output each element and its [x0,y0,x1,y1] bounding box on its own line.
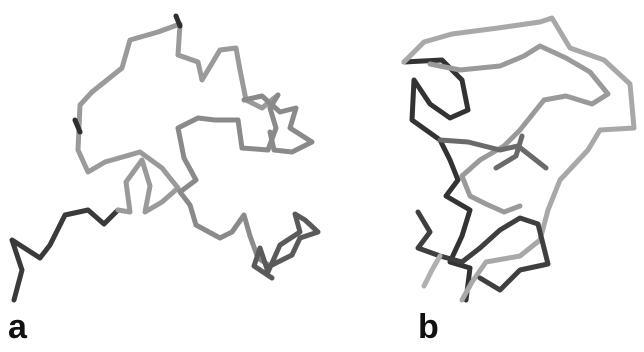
panel-b-trace-mid [437,133,549,171]
panel-a-trace-left-helix [75,21,281,215]
panel-a-trace-tail [9,207,121,303]
panel-b-trace-light-tail [421,253,443,289]
panel-b-trace-light-inner [427,43,611,215]
panel-a-trace-center-loop [175,92,281,269]
panel-a-trace-upper-right [241,93,315,155]
panel-label-a: a [8,308,27,346]
panel-b-trace-lower-dark [415,209,551,293]
panel-a-trace-accent-2 [173,13,183,29]
panel-label-b: b [418,308,439,346]
panel-a-trace-accent-1 [72,117,83,135]
panel-a-trace-right-coil [251,211,321,281]
panel-b-trace-light-outer [401,15,637,303]
